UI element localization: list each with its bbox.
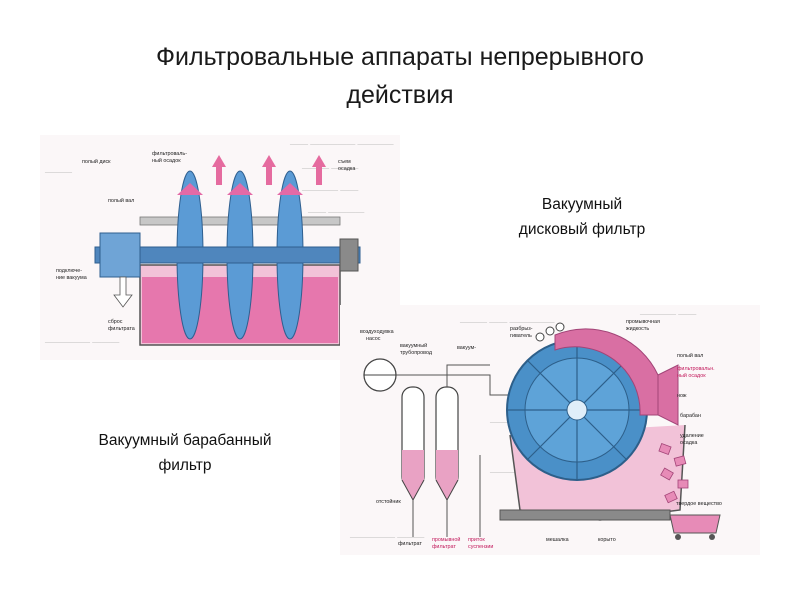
caption-drum-line-1: Вакуумный барабанный xyxy=(98,432,272,449)
label-cake-bin: твердое вещество xyxy=(676,501,722,507)
label-distributor-2: гиватель xyxy=(510,333,532,339)
label-filtrate: фильтрат xyxy=(398,541,422,547)
label-air-pump-2: насос xyxy=(366,336,381,342)
label-filter-cake-2: ный осадок xyxy=(152,157,181,164)
slide-title-line-2: действия xyxy=(346,81,454,109)
label-filtrate-1: сброс xyxy=(108,319,123,325)
label-suspension-2: суспензии xyxy=(468,544,493,550)
disc-filter-arrows xyxy=(212,155,326,185)
label-wash-filtrate-2: фильтрат xyxy=(432,544,456,550)
falling-cake-pieces xyxy=(658,443,689,504)
label-wash-liquid-1: промывочная xyxy=(626,319,660,325)
label-knife: нож xyxy=(677,393,687,399)
label-drum: барабан xyxy=(680,413,701,419)
label-filtrate-2: фильтрата xyxy=(108,326,135,332)
svg-text:——— —— —————: ——— —— ————— xyxy=(459,317,556,327)
label-receivers: вакуум- xyxy=(457,345,476,351)
label-cake-removal-1: удаление xyxy=(680,433,704,439)
label-vacuum-pipe-1: вакуумный xyxy=(400,342,427,349)
caption-disc-line-2: дисковый фильтр xyxy=(518,221,646,238)
label-cake-removal-2: осадка xyxy=(680,440,697,446)
label-hollow-shaft-drum: полый вал xyxy=(677,352,703,359)
svg-text:———: ——— xyxy=(44,167,73,177)
label-air-pump-1: воздуходувка xyxy=(360,329,394,335)
caption-drum-filter: Вакуумный барабанный фильтр xyxy=(40,428,330,478)
cake-cart xyxy=(669,514,721,534)
label-vacuum-1: подключе- xyxy=(56,268,82,274)
caption-disc-filter: Вакуумный дисковый фильтр xyxy=(462,192,702,242)
svg-text:————— ———: ————— ——— xyxy=(349,532,425,542)
label-suspension-1: приток xyxy=(468,537,485,543)
filter-cake xyxy=(554,328,659,416)
label-distributor-1: разбрыз- xyxy=(510,326,533,332)
label-wash-filtrate-1: промывной xyxy=(432,536,460,543)
slide-title: Фильтровальные аппараты непрерывного дей… xyxy=(0,38,800,114)
svg-text:————— ———: ————— ——— xyxy=(44,337,120,347)
label-hollow-shaft: полый вал xyxy=(108,197,134,204)
label-vacuum-2: ние вакуума xyxy=(56,275,87,281)
svg-text:——— ———: ——— ——— xyxy=(301,163,359,173)
label-agitator: мешалка xyxy=(546,537,569,543)
label-trough: корыто xyxy=(598,537,616,543)
slide-title-line-1: Фильтровальные аппараты непрерывного xyxy=(156,43,644,71)
disc-filter-background-text: —— ————— ———— ——— ——— ———— —— —— ———— ——… xyxy=(44,139,395,347)
svg-text:—— ————: —— ———— xyxy=(307,207,365,217)
svg-text:———— ——: ———— —— xyxy=(639,309,697,319)
caption-disc-line-1: Вакуумный xyxy=(541,196,623,213)
label-cake-1: фильтровальн. xyxy=(677,366,715,372)
drum-filter-diagram: ———— —— ——— —— ————— ——— ———— ———— —— ——… xyxy=(340,305,760,555)
label-cake-removal-1: съем xyxy=(338,159,351,165)
label-hollow-disc: полый диск xyxy=(82,158,111,165)
label-vacuum-pipe-2: трубопровод xyxy=(400,350,433,356)
spray-nozzles xyxy=(535,322,565,342)
caption-drum-line-2: фильтр xyxy=(158,457,212,474)
disc-filter-diagram: —— ————— ———— ——— ——— ———— —— —— ———— ——… xyxy=(40,135,400,360)
label-filter-cake-1: фильтроваль- xyxy=(152,151,187,157)
label-settler: отстойник xyxy=(376,498,401,505)
disc-filter-shaft xyxy=(94,246,361,264)
svg-text:—— ————— ————: —— ————— ———— xyxy=(289,139,395,149)
label-cake-removal-2: осадка xyxy=(338,166,355,172)
svg-text:———— ——: ———— —— xyxy=(301,185,359,195)
label-wash-liquid-2: жидкость xyxy=(626,326,649,332)
vacuum-receivers xyxy=(401,386,459,502)
label-cake-2: ный осадок xyxy=(677,372,706,379)
